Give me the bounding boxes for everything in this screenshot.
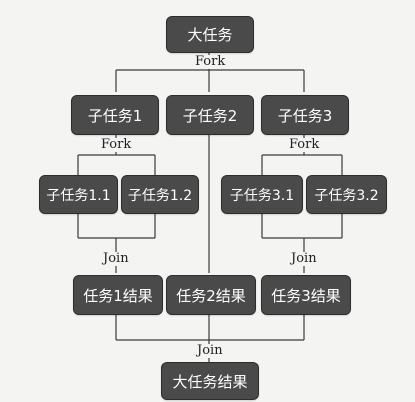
join-label-right: Join bbox=[289, 251, 319, 266]
task-2-result-node: 任务2结果 bbox=[167, 276, 255, 314]
subtask-1-node: 子任务1 bbox=[72, 96, 158, 134]
subtask-3-2-node: 子任务3.2 bbox=[307, 176, 386, 213]
big-task-result-node: 大任务结果 bbox=[162, 363, 258, 399]
subtask-1-2-node: 子任务1.2 bbox=[122, 176, 198, 213]
subtask-1-1-node: 子任务1.1 bbox=[40, 176, 117, 213]
join-label-bottom: Join bbox=[195, 343, 225, 358]
fork-label-left: Fork bbox=[99, 137, 134, 152]
join-label-left: Join bbox=[101, 251, 131, 266]
task-1-result-node: 任务1结果 bbox=[74, 276, 162, 314]
subtask-3-1-node: 子任务3.1 bbox=[222, 176, 302, 213]
big-task-node: 大任务 bbox=[167, 17, 253, 52]
fork-label-right: Fork bbox=[287, 137, 322, 152]
task-3-result-node: 任务3结果 bbox=[262, 276, 350, 314]
subtask-2-node: 子任务2 bbox=[167, 96, 253, 134]
subtask-3-node: 子任务3 bbox=[262, 96, 348, 134]
fork-label-top: Fork bbox=[193, 54, 228, 69]
